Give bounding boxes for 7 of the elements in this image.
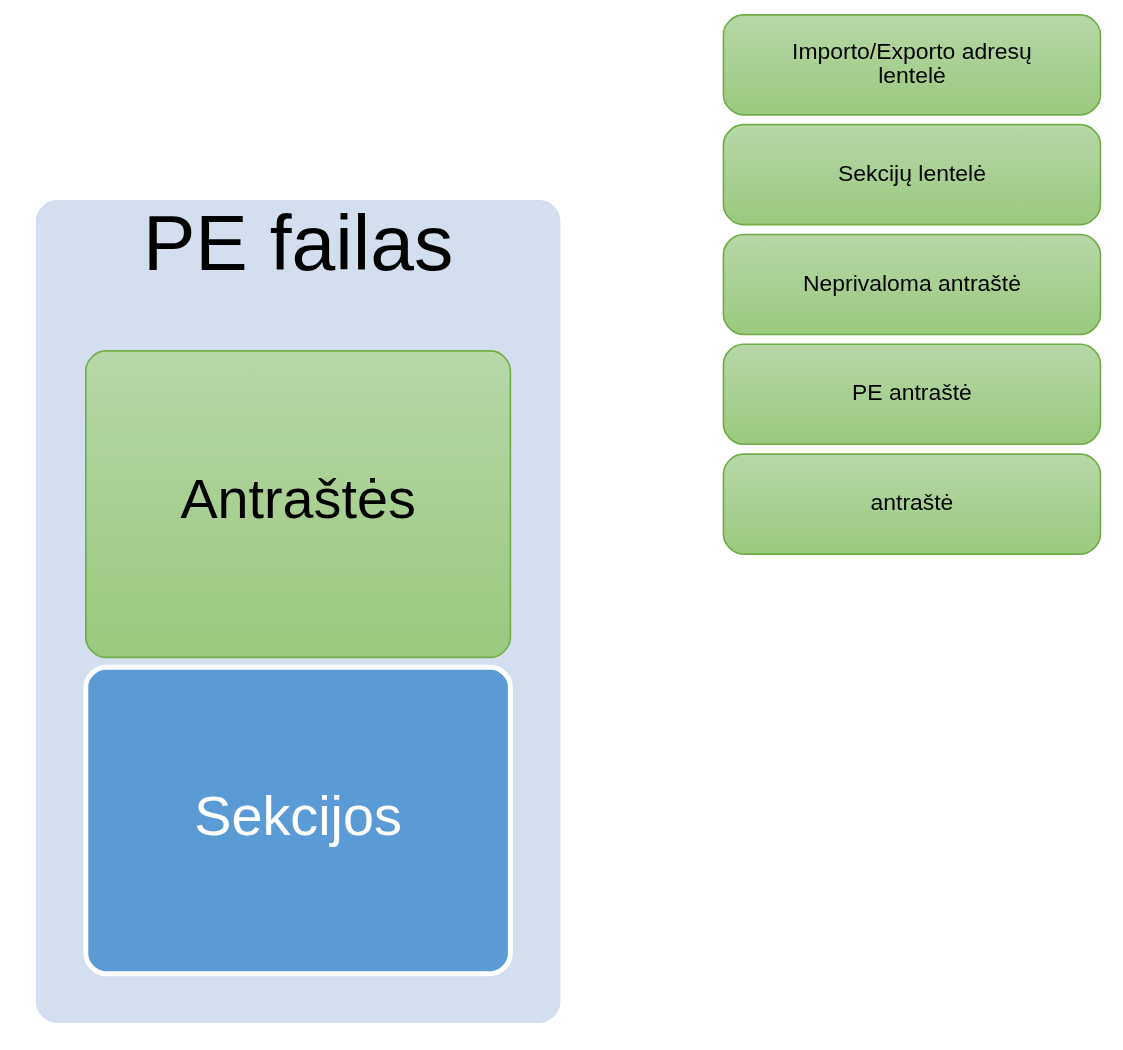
node-box: antraštė [722, 453, 1101, 555]
node-box: Neprivaloma antraštė [722, 233, 1101, 336]
node-box: Sekcijų lentelė [722, 123, 1101, 226]
node-box: PE antraštė [722, 343, 1101, 446]
node-box: Sekcijos [82, 664, 513, 977]
node-box: Importo/Exporto adresų lentelė [722, 14, 1101, 116]
node-box: Antraštės [84, 350, 511, 659]
